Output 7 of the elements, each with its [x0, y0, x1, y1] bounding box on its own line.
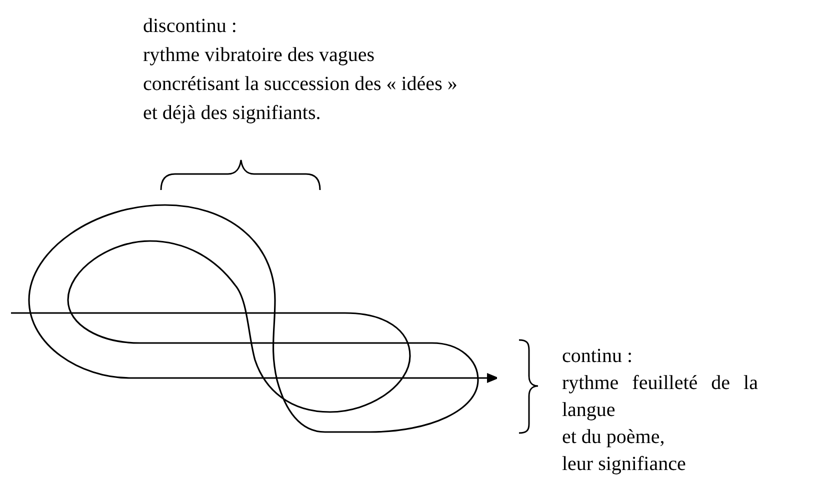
- annotation-text: concrétisant la succession des « idées »: [143, 72, 458, 97]
- annotation-text: et déjà des signifiants.: [143, 101, 322, 126]
- annotation-text: et du poème,: [562, 425, 666, 450]
- annotation-text: rythme vibratoire des vagues: [143, 43, 376, 68]
- annotation-text: continu :: [562, 344, 634, 369]
- annotation-text: leur signifiance: [562, 452, 687, 477]
- annotation-text: discontinu :: [143, 14, 238, 39]
